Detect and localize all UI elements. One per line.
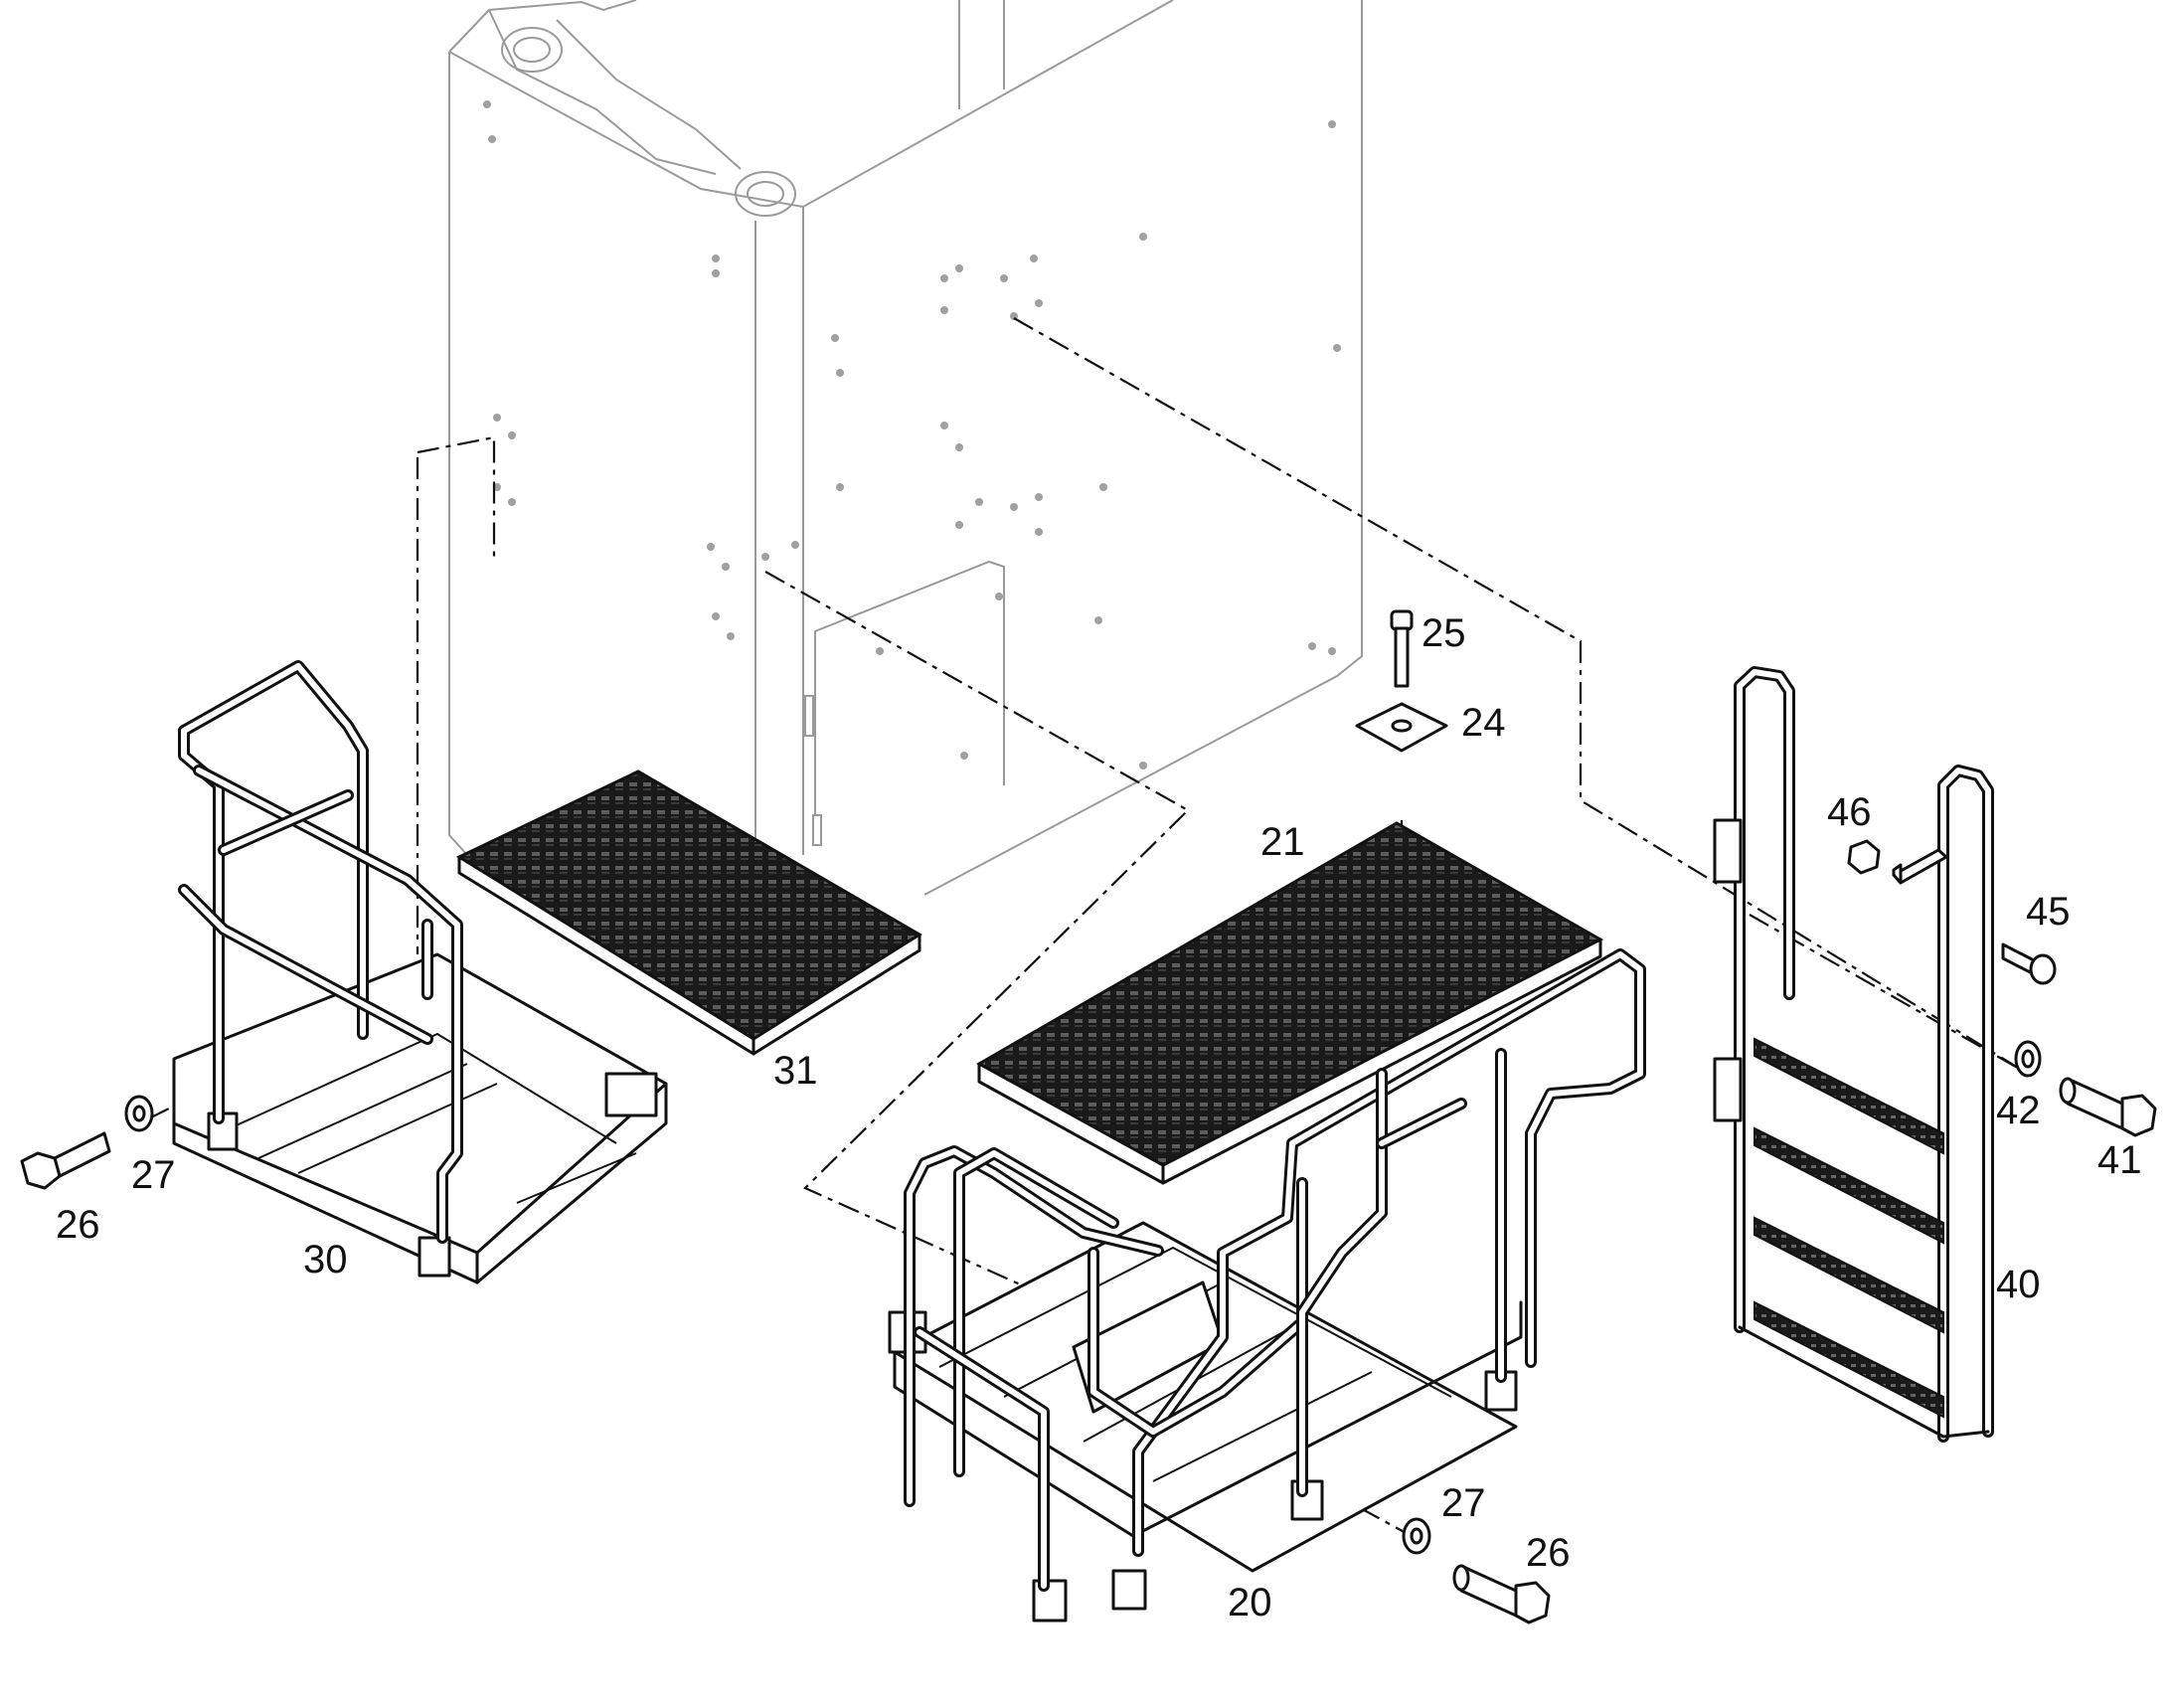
callout-41: 41	[2097, 1138, 2142, 1182]
callout-26-right: 26	[1526, 1531, 1571, 1575]
callout-45: 45	[2026, 890, 2071, 934]
callout-21: 21	[1260, 820, 1305, 864]
handrail-30	[178, 660, 463, 1244]
bolt-26-right	[1452, 1564, 1551, 1624]
bolt-25	[1390, 609, 1414, 688]
ladder-40	[1713, 666, 1994, 1443]
callout-40: 40	[1996, 1263, 2041, 1306]
platform-20	[888, 948, 1646, 1623]
plate-24	[1355, 702, 1448, 753]
washer-42	[2014, 1040, 2042, 1078]
callout-26-left: 26	[56, 1203, 100, 1247]
callout-24: 24	[1461, 701, 1506, 745]
cabinet-bolt-holes	[483, 100, 1341, 769]
callout-46: 46	[1827, 790, 1872, 834]
bolt-45	[2001, 942, 2057, 985]
callout-27-left: 27	[131, 1153, 176, 1197]
handrail-20	[904, 948, 1646, 1592]
callout-labels: 25 24 21 31 27 26 30 46 45 42 41 40 27 2…	[56, 611, 2142, 1624]
callout-25: 25	[1421, 611, 1466, 655]
bolt-41	[2059, 1077, 2157, 1137]
callout-30: 30	[303, 1238, 348, 1281]
grating-panel-21	[975, 821, 1604, 1185]
grating-panel-31	[455, 769, 922, 1056]
callout-27-right: 27	[1441, 1481, 1486, 1525]
ladder-steps	[1754, 1037, 1944, 1419]
bolt-26-left	[20, 1131, 111, 1190]
callout-31: 31	[773, 1049, 818, 1093]
bracket	[1892, 848, 1948, 885]
nut-46	[1847, 839, 1881, 875]
callout-20: 20	[1228, 1581, 1272, 1624]
cabinet-housing	[448, 0, 1363, 896]
platform-30	[172, 660, 668, 1284]
washer-27-right	[1402, 1517, 1431, 1555]
callout-42: 42	[1996, 1089, 2041, 1132]
washer-27-left	[124, 1095, 154, 1132]
